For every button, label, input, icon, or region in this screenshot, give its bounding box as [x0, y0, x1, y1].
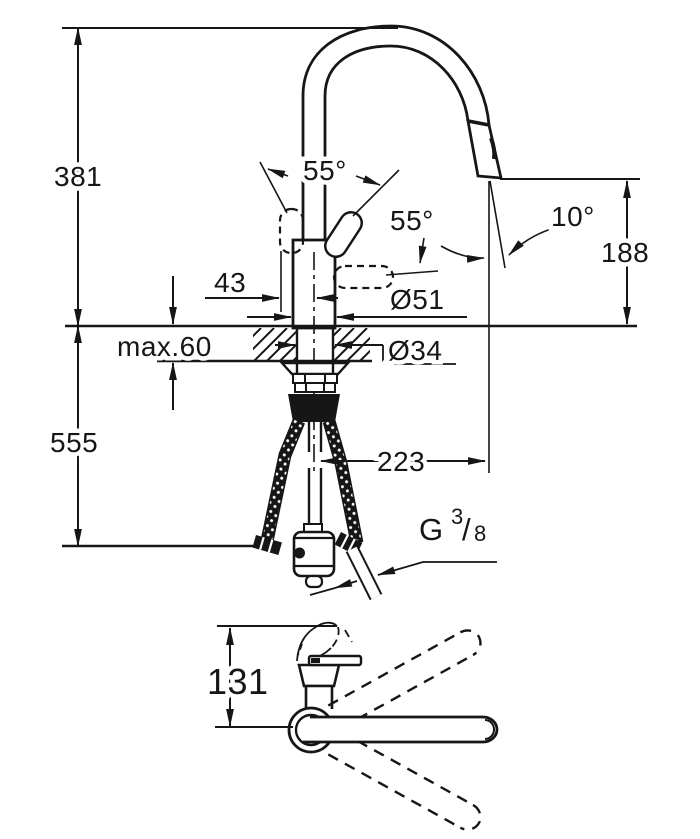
spout-swivel-lower-phantom: [327, 730, 482, 831]
spout-tube-end-detail: [484, 719, 495, 740]
mounting-seal-cone: [288, 394, 340, 422]
lever-hub: [311, 658, 320, 663]
spout-arch-outer: [301, 24, 491, 126]
thread-leader-1: [377, 561, 497, 576]
mounting-shank: [295, 328, 335, 373]
dimension-lines: [74, 27, 640, 596]
pullout-spray-head: [466, 119, 503, 180]
angle-10-right-arc: [508, 228, 552, 256]
dim-43-label: 43: [214, 267, 246, 298]
mixer-neck-fill: [306, 686, 332, 709]
hose-end-fitting-left: [252, 535, 282, 555]
spout-swivel-upper-phantom: [327, 629, 482, 730]
mounting-nut-facets: [305, 383, 325, 392]
angle-10-left-arc: [440, 245, 485, 263]
dim-51-label: Ø51: [390, 284, 444, 315]
dim-555-label: 555: [50, 427, 98, 458]
hose-weight: [292, 530, 336, 589]
angle-55-left-label: 55°: [303, 155, 347, 186]
lower-dimension-lines: [215, 625, 337, 728]
supply-hose-right: [322, 419, 364, 545]
dim-131-label: 131: [207, 661, 269, 702]
mounting-ring-1: [292, 373, 338, 384]
labels: 381 555 max.60 43 Ø51 Ø34 55° 55° 10° 18…: [46, 151, 654, 707]
connection-pipe: [345, 545, 383, 601]
dim-188-label: 188: [601, 237, 649, 268]
angle-55-right-leader: [418, 237, 427, 264]
spout-tube-fill: [308, 717, 497, 742]
spout-arch-inner: [323, 44, 470, 122]
spout-tube-end-cap: [482, 715, 499, 744]
handle-axis-extension: [385, 270, 439, 276]
lower-view: [215, 621, 499, 831]
spray-direction-line: [489, 180, 506, 269]
handle-solid-position: [324, 211, 363, 258]
spray-head-joint-line: [467, 119, 490, 127]
dim-max60-label: max.60: [117, 331, 212, 362]
thread-slash: /: [462, 512, 471, 547]
thread-numerator: 3: [451, 504, 464, 529]
supply-hose-left: [260, 418, 306, 543]
angle-55-right-label: 55°: [390, 205, 434, 236]
spray-trigger: [489, 137, 497, 160]
angle-10-label: 10°: [551, 201, 595, 232]
dim-34-leader: [382, 345, 456, 365]
dim-381-label: 381: [54, 161, 102, 192]
dim-223-label: 223: [377, 446, 425, 477]
mounting-nut: [294, 382, 336, 393]
pullout-hose: [307, 421, 323, 524]
lever-bar: [307, 654, 363, 667]
dim-34-label: Ø34: [388, 335, 442, 366]
thread-leader-2: [334, 579, 358, 589]
angle-55-left-line-a: [259, 161, 288, 214]
thread-leader-tail: [309, 587, 336, 596]
angle-55-left-arrow-b: [355, 175, 381, 186]
spout-tube: [303, 715, 483, 744]
mounting-ring-1-facets: [304, 374, 326, 383]
mounting-flange: [279, 361, 351, 376]
mixer-body-top: [297, 663, 341, 688]
upper-view: [62, 24, 640, 601]
thread-g-label: G: [419, 512, 444, 547]
handle-forward-phantom: [332, 264, 395, 290]
angle-55-left-line-b: [352, 169, 400, 217]
handle-up-phantom: [278, 207, 305, 255]
angle-55-left-arrow-a: [267, 168, 289, 179]
thread-denominator: 8: [474, 521, 487, 546]
mixer-neck: [304, 684, 334, 709]
